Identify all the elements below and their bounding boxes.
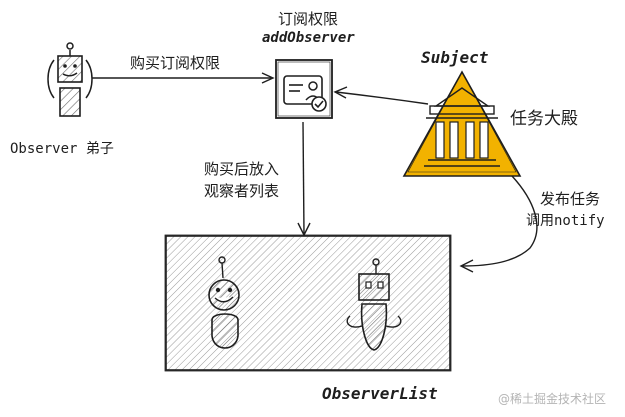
subscribe-title: 订阅权限 [278, 10, 339, 28]
subject-label: Subject [421, 48, 489, 67]
robot-icon [47, 42, 93, 117]
watermark: @稀土掘金技术社区 [498, 392, 607, 406]
id-card-icon [275, 59, 333, 119]
temple-label: 任务大殿 [510, 109, 578, 129]
arrow-subject-to-permission [333, 86, 429, 105]
publish-line2: 调用notify [526, 213, 605, 229]
arrow-buy-subscription [92, 72, 275, 84]
square-robot-icon [346, 258, 402, 351]
after-buy-line2: 观察者列表 [204, 182, 280, 200]
observer-list-label: ObserverList [322, 384, 438, 403]
observer-list-box [164, 234, 452, 372]
arrow-notify [459, 175, 538, 273]
add-observer-label: addObserver [262, 30, 355, 46]
observer-label: Observer 弟子 [10, 141, 114, 157]
temple-icon [402, 70, 522, 177]
buy-subscription-label: 购买订阅权限 [130, 54, 221, 72]
publish-line1: 发布任务 [540, 190, 601, 208]
round-robot-icon [208, 256, 240, 349]
arrow-into-observer-list [297, 121, 311, 237]
after-buy-line1: 购买后放入 [204, 160, 280, 178]
